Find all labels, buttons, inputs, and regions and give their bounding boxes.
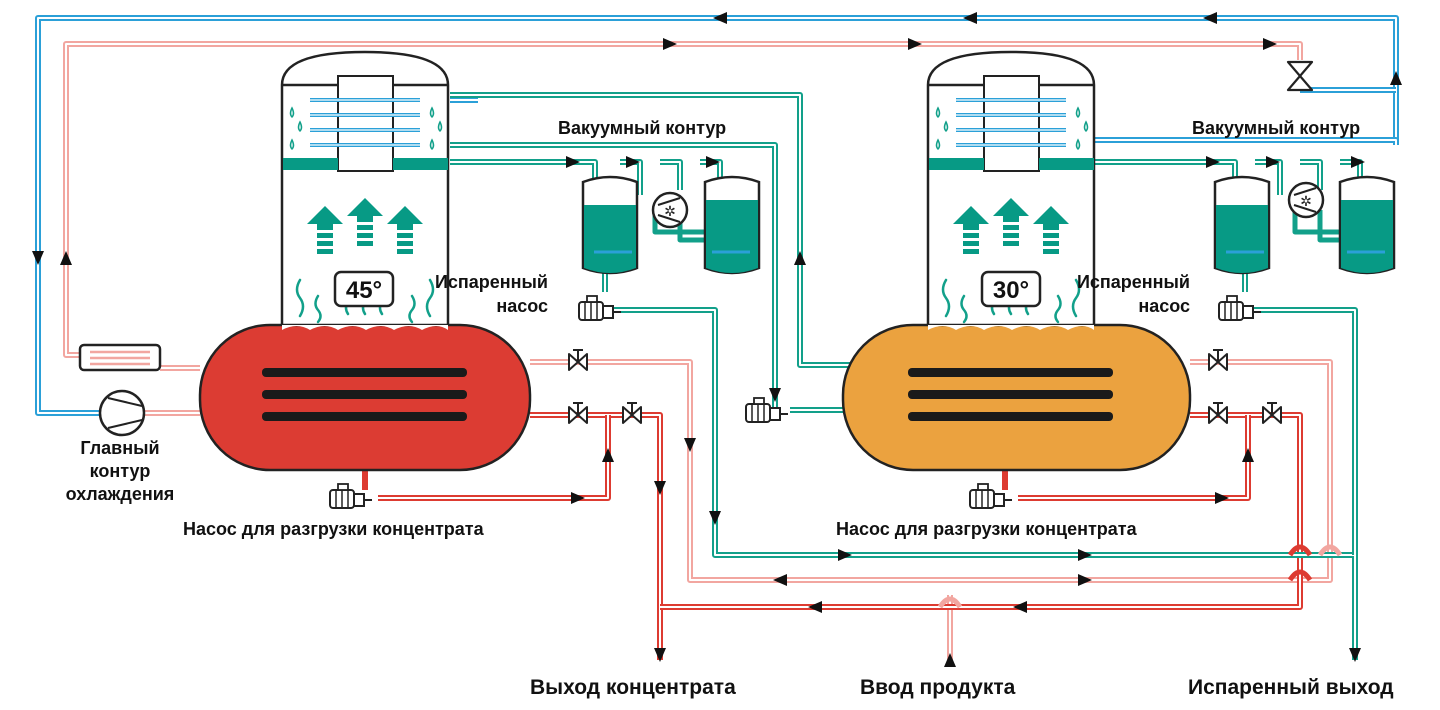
evap-pump-left-label-2: насос [496,296,548,316]
expansion-valve-icon [1286,60,1314,92]
evap-pump-left-label-1: Испаренный [435,272,548,292]
discharge-pump-right-label: Насос для разгрузки концентрата [836,519,1138,539]
vacuum-circuit-left-label: Вакуумный контур [558,118,726,138]
crossovers [937,544,1343,609]
cooling-loop-blue [35,15,1399,416]
temperature-box-left [333,270,395,308]
evaporated-output-label: Испаренный выход [1188,676,1394,699]
product-input-label: Ввод продукта [860,676,1016,699]
main-cooling-label-3: охлаждения [66,484,175,504]
evap-pump-right-label-1: Испаренный [1077,272,1190,292]
main-cooling-label-2: контур [90,461,151,481]
discharge-pump-left-label: Насос для разгрузки концентрата [183,519,485,539]
main-cooling-pump-icon [98,389,146,437]
temperature-right: 30° [993,277,1029,304]
main-cooling-label-1: Главный [80,438,159,458]
vacuum-lines-green [450,92,1363,660]
evap-pump-right-label-2: насос [1138,296,1190,316]
evaporator-left [198,50,532,472]
vacuum-tanks-right: ✲ [1213,175,1396,275]
concentrate-output-label: Выход концентрата [530,676,736,699]
vacuum-circuit-right-label: Вакуумный контур [1192,118,1360,138]
evaporator-right [841,50,1192,472]
svg-text:✲: ✲ [1300,194,1312,210]
temperature-left: 45° [346,277,382,304]
heat-exchanger [78,343,162,372]
svg-text:✲: ✲ [664,204,676,220]
vacuum-tanks-left: ✲ [581,175,761,275]
temperature-box-right [980,270,1042,308]
